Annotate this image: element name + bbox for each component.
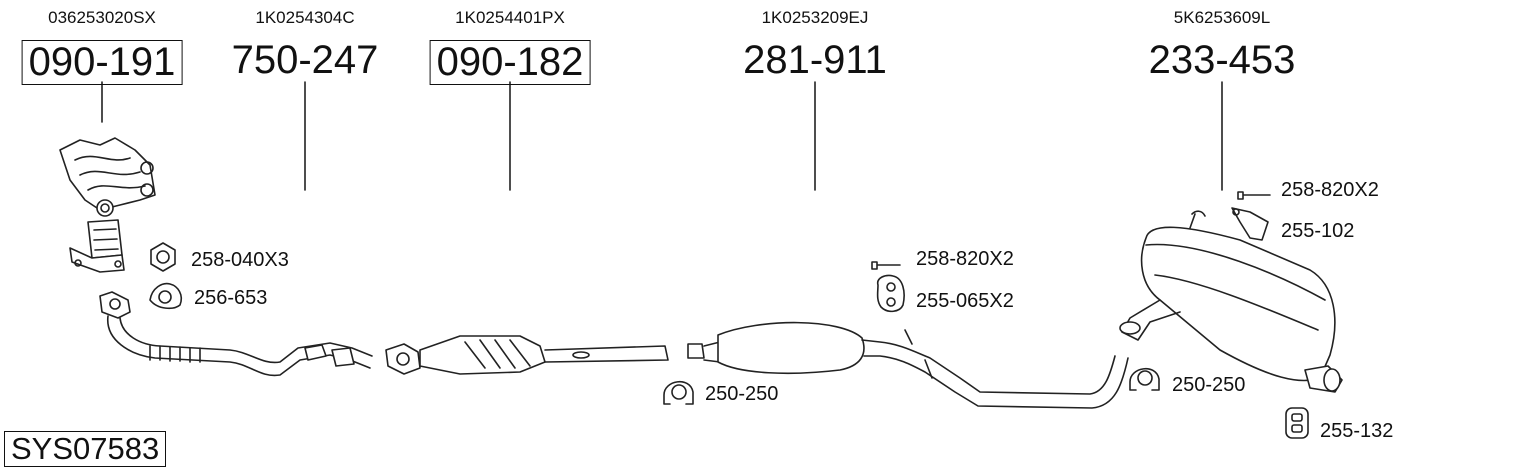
bracket-icon xyxy=(1231,207,1269,241)
rubber-hanger-icon xyxy=(1285,407,1309,439)
nut-icon xyxy=(150,242,176,272)
part-number-2[interactable]: 750-247 xyxy=(231,38,379,82)
oem-code-2: 1K0254304C xyxy=(255,8,355,27)
oem-code-1: 036253020SX xyxy=(48,8,156,27)
oem-code-3: 1K0254401PX xyxy=(455,8,565,27)
part-number-1[interactable]: 090-191 xyxy=(21,40,183,85)
part-number-5[interactable]: 233-453 xyxy=(1148,38,1296,82)
part-number-3[interactable]: 090-182 xyxy=(429,40,591,85)
center-muffler-drawing xyxy=(687,321,1129,409)
oem-code-4: 1K0253209EJ xyxy=(761,8,869,27)
accessory-label-gasket[interactable]: 256-653 xyxy=(194,287,268,309)
part-number-4[interactable]: 281-911 xyxy=(743,38,887,82)
bolt-icon-middle xyxy=(871,261,901,270)
accessory-label-mount-middle[interactable]: 255-065X2 xyxy=(916,290,1014,312)
accessory-label-bolt-middle[interactable]: 258-820X2 xyxy=(916,248,1014,270)
accessory-label-nut[interactable]: 258-040X3 xyxy=(191,249,289,271)
rear-silencer-drawing xyxy=(1119,210,1343,393)
accessory-label-clamp-front[interactable]: 250-250 xyxy=(705,383,779,405)
clamp-icon-rear xyxy=(1129,368,1160,391)
accessory-label-hanger[interactable]: 255-132 xyxy=(1320,420,1394,442)
accessory-label-clamp-rear[interactable]: 250-250 xyxy=(1172,374,1246,396)
accessory-label-bolt-rear[interactable]: 258-820X2 xyxy=(1281,179,1379,201)
system-id: SYS07583 xyxy=(4,431,167,467)
exhaust-manifold-drawing xyxy=(59,137,156,273)
front-pipe-drawing xyxy=(99,291,373,377)
clamp-icon-front xyxy=(663,381,694,405)
bolt-icon-rear xyxy=(1237,191,1271,200)
oem-code-5: 5K6253609L xyxy=(1173,8,1271,27)
catalytic-converter-drawing xyxy=(385,335,669,375)
gasket-icon xyxy=(149,282,183,310)
rubber-mount-icon-middle xyxy=(876,274,905,313)
accessory-label-bracket[interactable]: 255-102 xyxy=(1281,220,1355,242)
